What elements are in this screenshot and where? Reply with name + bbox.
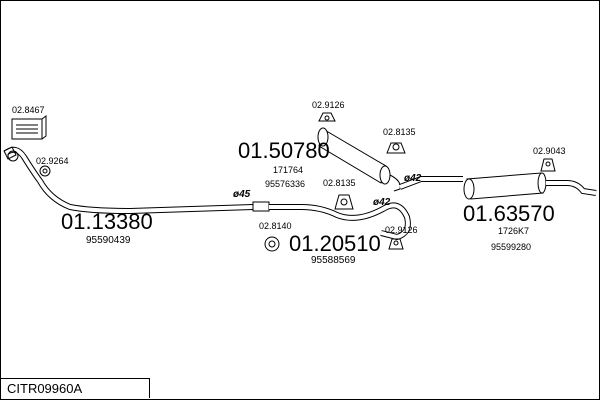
center-silencer-ref1: 171764 [273,165,303,175]
hanger-mid-label: 02.8135 [323,178,356,188]
hanger-top-2-icon [386,142,406,154]
hanger-lower-label: 02.9126 [385,225,418,235]
rear-silencer-ref1: 1726K7 [498,226,529,236]
connector-sleeve [252,201,270,212]
clamp-lower-label: 02.8140 [259,221,292,231]
front-pipe-number: 01.13380 [61,209,153,234]
hanger-top-1-icon [318,112,336,122]
diameter-label-1: ø45 [233,189,251,200]
tail-pipe-shape [546,180,597,196]
rear-silencer-number: 01.63570 [463,201,555,226]
front-pipe-oem: 95590439 [86,235,131,246]
diameter-label-2: ø42 [373,197,391,208]
hanger-rear-label: 02.9043 [533,146,566,156]
clamp-box-label: 02.8467 [12,105,45,115]
hanger-rear-icon [540,158,556,172]
front-pipe-shape [3,146,254,215]
diagram-code: CITR09960A [1,378,150,398]
diameter-label-3: ø42 [404,173,422,184]
clamp-box-icon [11,115,47,140]
middle-pipe-oem: 95588569 [311,255,356,266]
hanger-top-2-label: 02.8135 [383,127,416,137]
rear-pipe-shape [398,176,463,190]
center-silencer-number: 01.50780 [238,138,330,163]
center-silencer-ref2: 95576336 [265,179,305,189]
center-silencer-shape [317,127,401,192]
hanger-mid-icon [334,194,354,210]
middle-pipe-shape [269,202,411,241]
middle-pipe-number: 01.20510 [289,231,381,256]
clamp-lower-icon [264,236,280,252]
rear-silencer-shape [463,172,547,200]
rear-silencer-ref2: 95599280 [491,242,531,252]
hanger-lower-icon [388,238,404,250]
hanger-top-1-label: 02.9126 [312,100,345,110]
front-clamp-label: 02.9264 [36,156,69,166]
front-clamp-icon [39,165,51,177]
